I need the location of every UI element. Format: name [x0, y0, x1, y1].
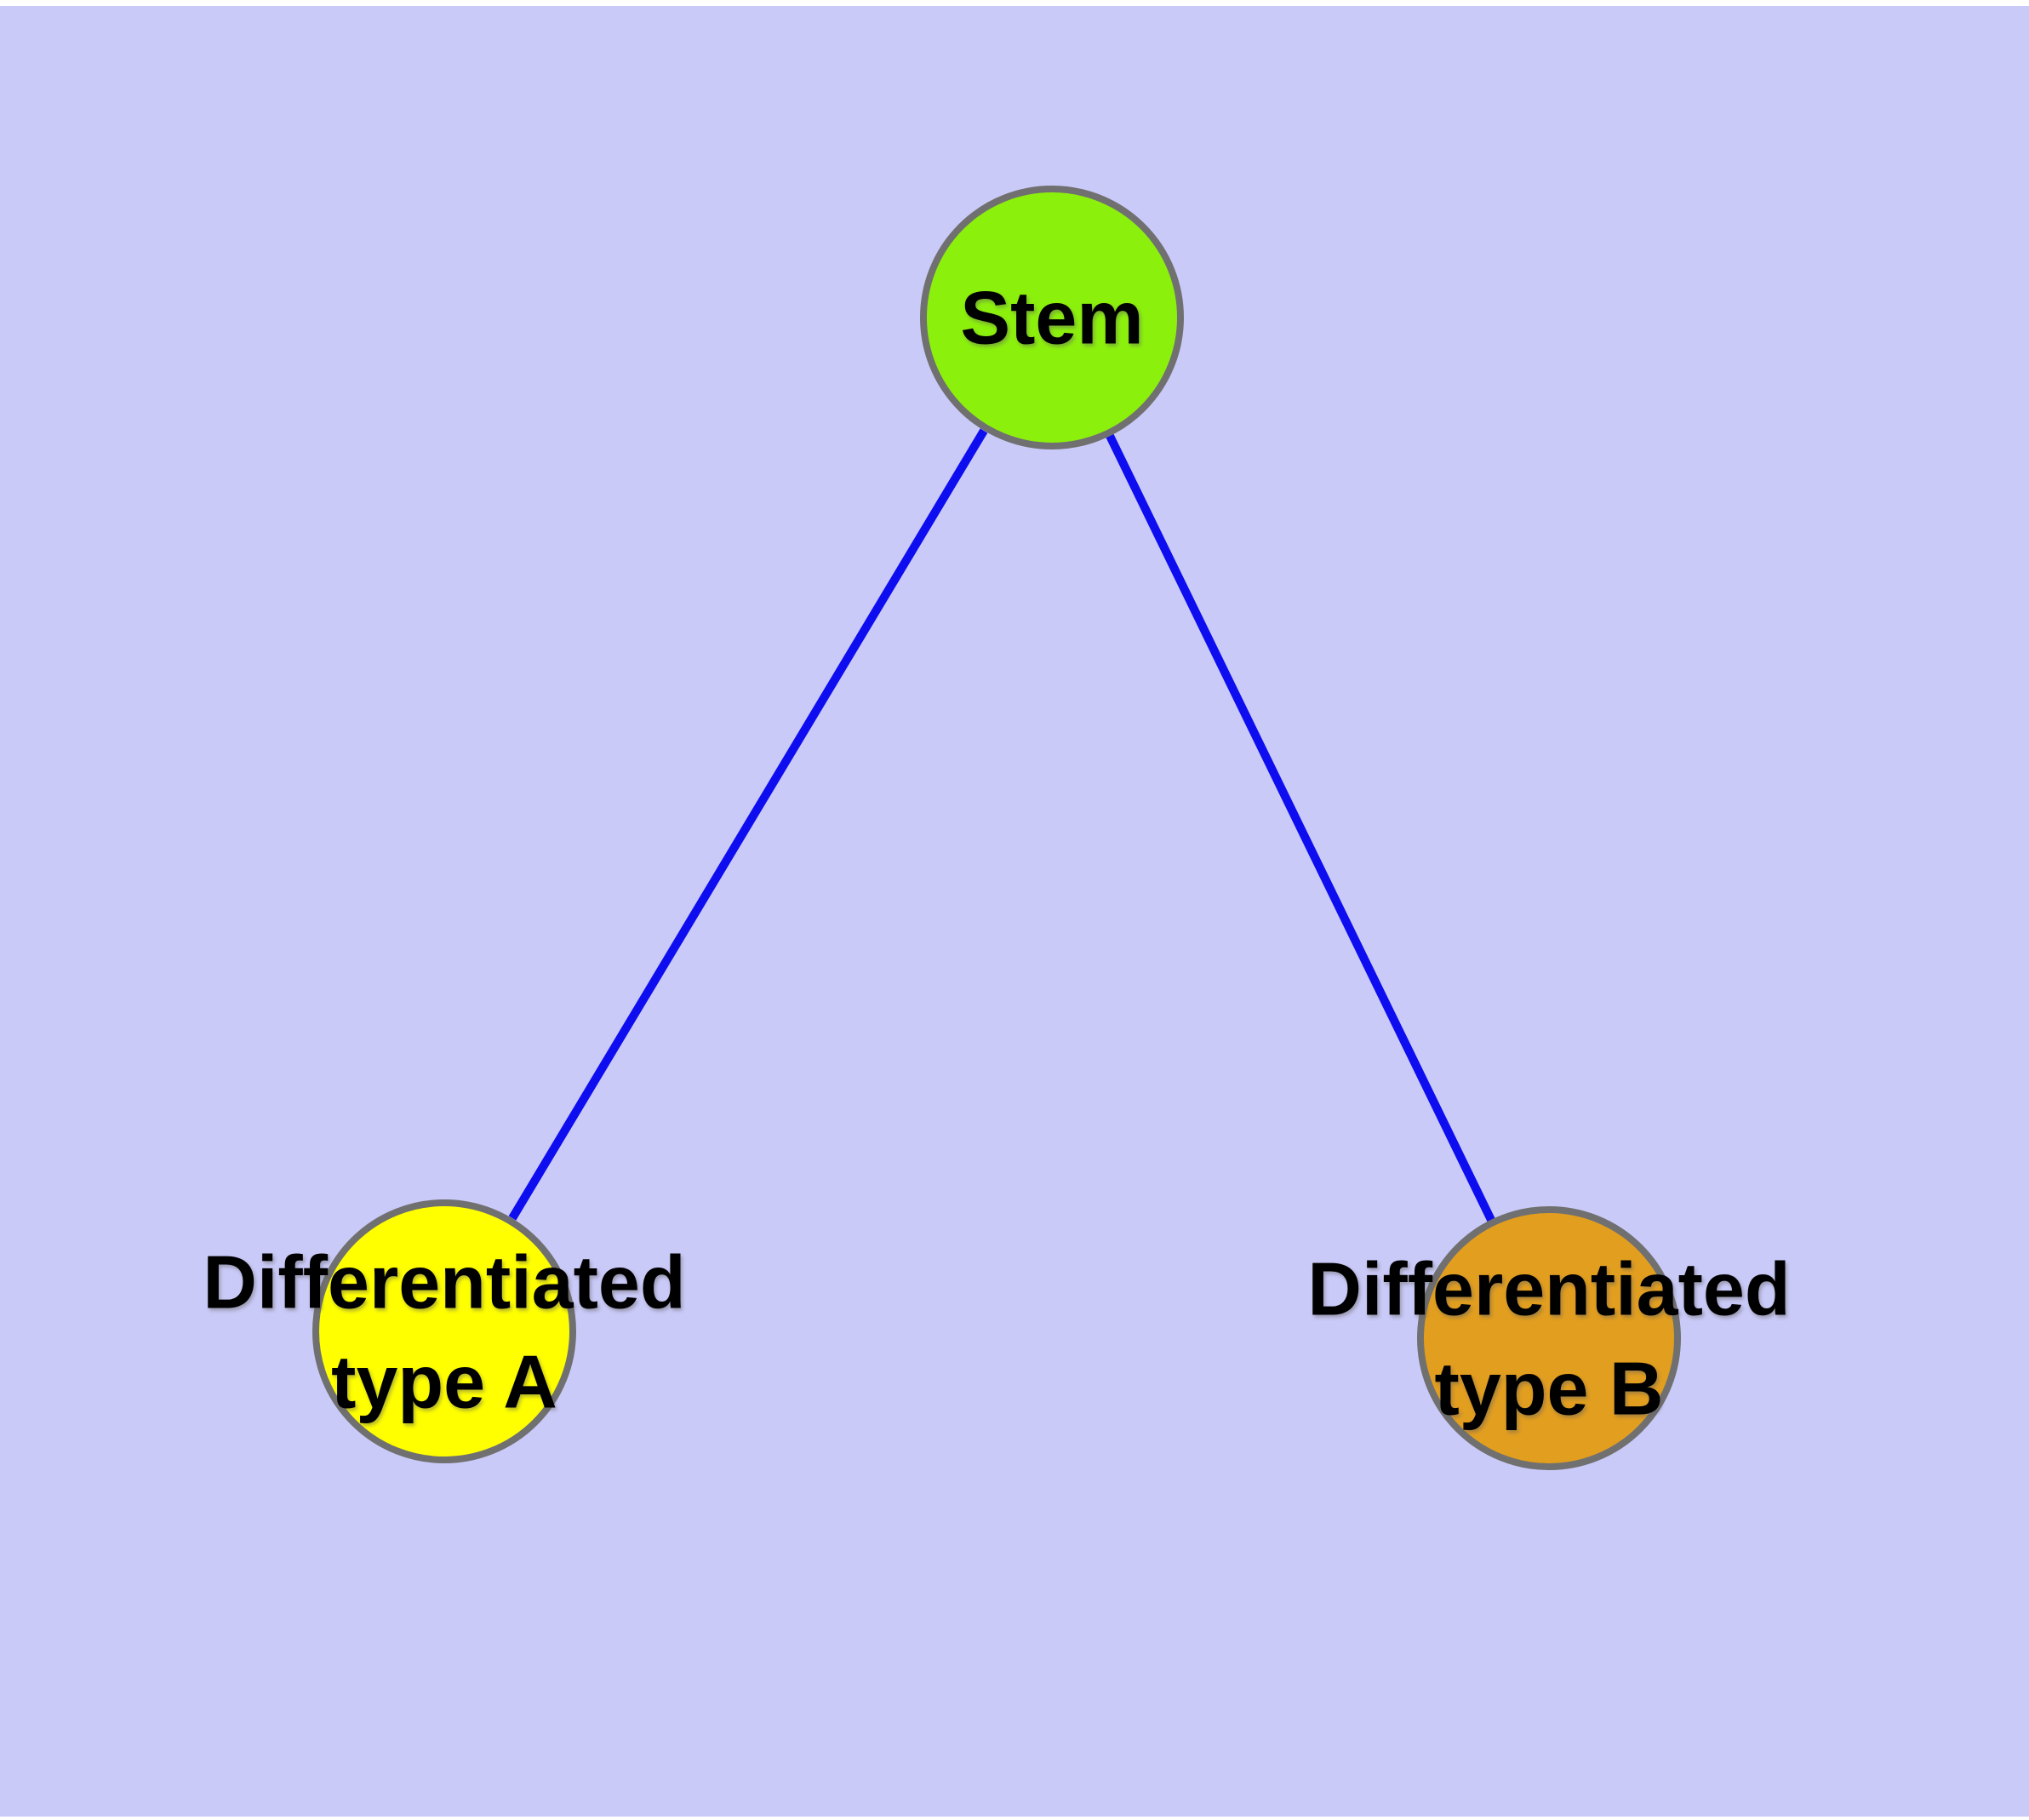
- edge-stem-to-type-b: [1106, 433, 1495, 1222]
- node-differentiated-type-b-label-line1: Differentiated: [1307, 1247, 1790, 1331]
- node-stem-circle: [920, 186, 1184, 449]
- node-differentiated-type-b: Differentiated type B: [1307, 1206, 1791, 1470]
- node-stem: Stem: [920, 186, 1184, 449]
- node-differentiated-type-b-circle: [1417, 1206, 1681, 1470]
- node-differentiated-type-a: Differentiated type A: [203, 1199, 686, 1463]
- node-differentiated-type-a-circle: [312, 1199, 576, 1463]
- node-differentiated-type-a-label-line2: type A: [331, 1340, 557, 1424]
- edge-stem-to-type-a: [508, 428, 988, 1221]
- node-differentiated-type-b-label-line2: type B: [1435, 1347, 1664, 1431]
- node-differentiated-type-a-label-line1: Differentiated: [203, 1240, 685, 1325]
- node-stem-label: Stem: [960, 276, 1143, 360]
